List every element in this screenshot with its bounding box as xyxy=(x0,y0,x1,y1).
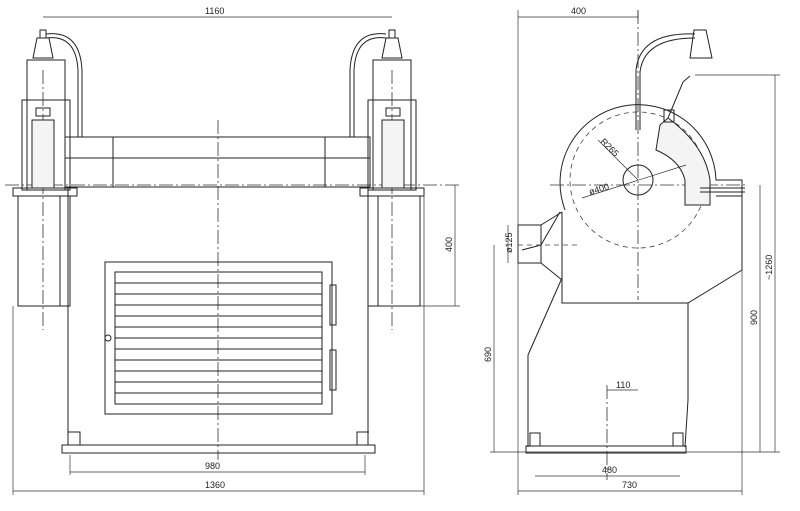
dim-1160: 1160 xyxy=(205,6,224,16)
door-handle xyxy=(104,334,112,342)
dim-480: 480 xyxy=(602,465,617,475)
dim-400-height: 400 xyxy=(444,237,454,252)
side-view: R265 ø400 400 ø125 690 110 480 730 900 ~… xyxy=(483,6,780,495)
left-lamp xyxy=(32,29,83,137)
dim-980: 980 xyxy=(205,461,220,471)
dim-690: 690 xyxy=(483,347,493,362)
dim-730: 730 xyxy=(622,480,637,490)
side-body xyxy=(517,196,743,454)
dim-110: 110 xyxy=(616,380,630,390)
dim-1360: 1360 xyxy=(205,480,225,490)
dim-900: 900 xyxy=(749,310,759,325)
side-lamp xyxy=(635,29,713,130)
dim-d400: ø400 xyxy=(588,181,611,197)
dim-r265: R265 xyxy=(599,136,621,158)
right-lamp xyxy=(349,29,403,137)
left-grinding-head xyxy=(12,59,78,307)
main-housing xyxy=(61,136,376,454)
dim-d125: ø125 xyxy=(504,232,514,253)
dim-400-side: 400 xyxy=(571,6,586,16)
dim-1260: ~1260 xyxy=(764,255,774,280)
front-view: 1160 980 1360 400 xyxy=(5,6,460,495)
front-grille xyxy=(104,261,337,415)
wheel-guard xyxy=(559,75,745,249)
right-grinding-head xyxy=(359,59,425,307)
